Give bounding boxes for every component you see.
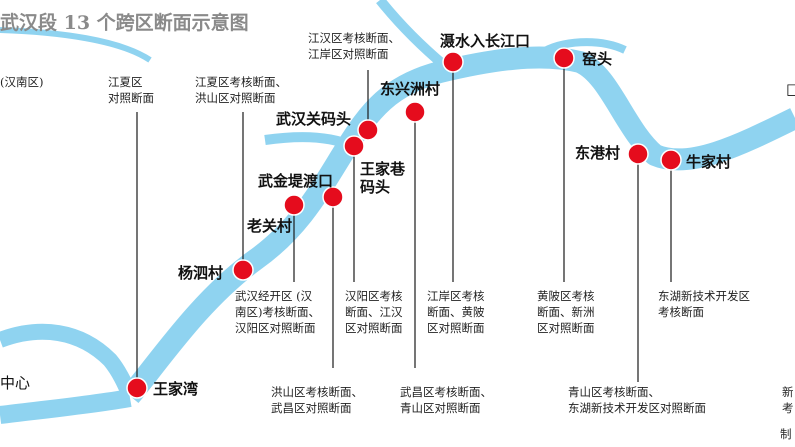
upper-left-tributary bbox=[0, 27, 152, 63]
note-edge-right-bottom: 制 bbox=[780, 427, 792, 441]
label-laoguancun: 老关村 bbox=[247, 217, 293, 235]
marker-wangjiaxiang bbox=[343, 135, 365, 157]
label-wangjiawan: 王家湾 bbox=[153, 380, 199, 398]
note-qingshan-donghu: 青山区考核断面、 东湖新技术开发区对照断面 bbox=[568, 384, 706, 416]
sheshui-river bbox=[376, 0, 449, 70]
note-line: 对照断面 bbox=[108, 91, 154, 105]
note-wuchang-qingshan: 武昌区考核断面、 青山区对照断面 bbox=[400, 384, 492, 416]
note-line: 武昌区对照断面 bbox=[271, 401, 352, 415]
note-line: 东湖新技术开发区对照断面 bbox=[568, 401, 706, 415]
note-line: 断面、江汉 bbox=[345, 305, 403, 319]
marker-wangjiawan bbox=[126, 377, 148, 399]
label-edge-center: 中心 bbox=[0, 374, 31, 392]
marker-dongxingzhou bbox=[404, 101, 426, 123]
label-shesui: 滠水入长江口 bbox=[440, 32, 531, 50]
note-line: 考 bbox=[782, 401, 794, 415]
station-markers bbox=[126, 47, 682, 399]
note-line: 江夏区考核断面、 bbox=[195, 75, 287, 89]
note-line: 汉阳区考核 bbox=[345, 289, 403, 303]
note-line: 断面、新洲 bbox=[537, 305, 595, 319]
label-wuhanguan: 武汉关码头 bbox=[276, 110, 352, 128]
note-donghu: 东湖新技术开发区 考核断面 bbox=[658, 288, 750, 320]
label-edge-right-top: □ bbox=[786, 80, 795, 98]
note-line: 东湖新技术开发区 bbox=[658, 289, 750, 303]
marker-yaotou bbox=[553, 47, 575, 69]
note-jiangxia: 江夏区 对照断面 bbox=[108, 74, 154, 106]
note-line: 新 bbox=[782, 385, 794, 399]
note-edge-hannan: (汉南区) bbox=[0, 75, 44, 89]
note-line: 青山区考核断面、 bbox=[568, 385, 660, 399]
note-line: 洪山区考核断面、 bbox=[271, 385, 363, 399]
marker-yangsicun bbox=[232, 259, 254, 281]
note-line: 洪山区对照断面 bbox=[195, 91, 276, 105]
leader-lines bbox=[136, 58, 672, 388]
note-line: 区对照断面 bbox=[427, 321, 485, 335]
marker-niujia bbox=[660, 149, 682, 171]
label-niujia: 牛家村 bbox=[686, 153, 732, 171]
label-donggang: 东港村 bbox=[575, 144, 621, 162]
note-line: 汉阳区对照断面 bbox=[235, 321, 316, 335]
note-line: 江夏区 bbox=[108, 75, 143, 89]
label-wangjiaxiang: 王家巷码头 bbox=[360, 160, 406, 196]
yangtze-river bbox=[121, 46, 795, 404]
marker-laoguancun bbox=[283, 194, 305, 216]
note-line: 武昌区考核断面、 bbox=[400, 385, 492, 399]
note-line: 江汉区考核断面、 bbox=[308, 31, 400, 45]
marker-wuhanguan bbox=[357, 119, 379, 141]
label-yaotou: 窑头 bbox=[582, 50, 613, 68]
note-line: 区对照断面 bbox=[345, 321, 403, 335]
marker-donggang bbox=[627, 143, 649, 165]
label-dongxingzhou: 东兴洲村 bbox=[380, 80, 441, 98]
left-tributary bbox=[0, 323, 138, 399]
right-branch-river bbox=[537, 38, 627, 58]
note-line: 断面、黄陂 bbox=[427, 305, 485, 319]
note-line: 考核断面 bbox=[658, 305, 704, 319]
label-wujintidukou: 武金堤渡口 bbox=[258, 172, 334, 190]
note-jingkai: 武汉经开区 (汉 南区)考核断面、 汉阳区对照断面 bbox=[235, 288, 320, 336]
marker-shesui bbox=[442, 51, 464, 73]
note-line: 青山区对照断面 bbox=[400, 401, 481, 415]
lower-river-band bbox=[0, 389, 132, 424]
note-hongshan-wuchang: 洪山区考核断面、 武昌区对照断面 bbox=[271, 384, 363, 416]
note-edge-right-mid: 新 考 bbox=[782, 384, 794, 416]
note-hanyang: 汉阳区考核 断面、江汉 区对照断面 bbox=[345, 288, 403, 336]
note-huangpi-xinzhou: 黄陂区考核 断面、新洲 区对照断面 bbox=[537, 288, 595, 336]
note-line: 武汉经开区 (汉 bbox=[235, 289, 313, 303]
note-line: 南区)考核断面、 bbox=[235, 305, 320, 319]
note-jiangan-huangpi: 江岸区考核 断面、黄陂 区对照断面 bbox=[427, 288, 485, 336]
note-line: 江岸区对照断面 bbox=[308, 47, 389, 61]
note-line: 区对照断面 bbox=[537, 321, 595, 335]
han-river bbox=[264, 132, 355, 151]
note-line: 黄陂区考核 bbox=[537, 289, 595, 303]
note-line: 江岸区考核 bbox=[427, 289, 485, 303]
note-jiangxia-hongshan: 江夏区考核断面、 洪山区对照断面 bbox=[195, 74, 287, 106]
label-yangsicun: 杨泗村 bbox=[178, 264, 224, 282]
marker-wujintidukou bbox=[322, 186, 344, 208]
note-jianghan-jiangan: 江汉区考核断面、 江岸区对照断面 bbox=[308, 30, 400, 62]
map-title: 武汉段 13 个跨区断面示意图 bbox=[0, 12, 249, 34]
